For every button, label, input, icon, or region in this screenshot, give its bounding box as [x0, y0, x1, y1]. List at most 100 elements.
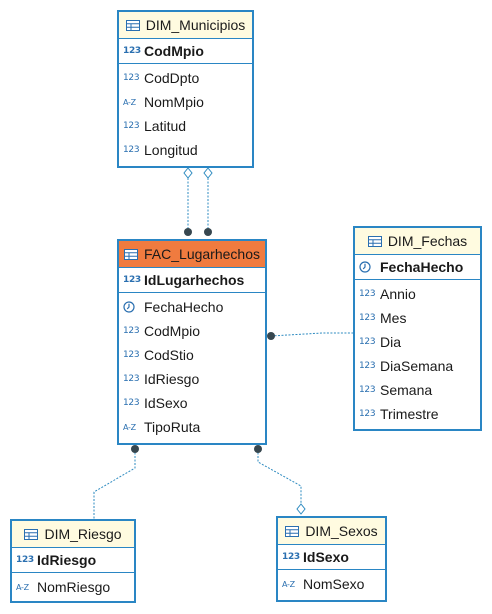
table-icon: [124, 248, 139, 260]
text-type-icon: A-Z: [16, 582, 29, 592]
primary-key-section: FechaHecho: [355, 255, 480, 280]
connector-fechahecho: [270, 332, 355, 337]
primary-key-section: 123 IdSexo: [278, 545, 385, 570]
attribute-row: A-Z NomRiesgo: [12, 575, 134, 599]
numeric-type-icon: 123: [359, 337, 376, 347]
attribute-row: A-Z NomMpio: [119, 90, 252, 114]
entity-name: DIM_Municipios: [145, 17, 246, 33]
text-type-icon: A-Z: [123, 97, 136, 107]
attribute-name: FechaHecho: [144, 299, 224, 315]
connector-end-dot: [184, 228, 192, 236]
attribute-name: Mes: [380, 310, 407, 326]
numeric-type-icon: 123: [282, 552, 300, 562]
attribute-row: 123 CodMpio: [119, 319, 265, 343]
pk-attribute: 123 IdLugarhechos: [119, 268, 265, 292]
pk-attribute: 123 IdRiesgo: [12, 548, 134, 572]
attribute-row: 123 Trimestre: [355, 402, 480, 426]
numeric-type-icon: 123: [359, 313, 376, 323]
attribute-name: NomRiesgo: [37, 579, 111, 595]
entity-name: FAC_Lugarhechos: [144, 246, 260, 262]
entity-header: DIM_Fechas: [355, 228, 480, 255]
attribute-row: 123 Mes: [355, 306, 480, 330]
table-icon: [24, 528, 39, 540]
clock-icon: [359, 261, 377, 273]
connector-idriesgo: [93, 449, 136, 519]
pk-attribute: 123 CodMpio: [119, 39, 252, 63]
attribute-row: 123 CodDpto: [119, 66, 252, 90]
attribute-row: A-Z TipoRuta: [119, 415, 265, 439]
primary-key-section: 123 IdRiesgo: [12, 548, 134, 573]
numeric-type-icon: 123: [16, 555, 34, 565]
entity-header: FAC_Lugarhechos: [119, 241, 265, 268]
primary-key-section: 123 IdLugarhechos: [119, 268, 265, 293]
entity-header: DIM_Riesgo: [12, 521, 134, 548]
connector-end-dot: [131, 445, 139, 453]
primary-key-section: 123 CodMpio: [119, 39, 252, 64]
attribute-row: 123 IdSexo: [119, 391, 265, 415]
table-icon: [285, 525, 300, 537]
numeric-type-icon: 123: [123, 73, 140, 83]
entity-name: DIM_Sexos: [305, 523, 378, 539]
text-type-icon: A-Z: [123, 422, 136, 432]
attribute-row: 123 Semana: [355, 378, 480, 402]
entity-dim-riesgo[interactable]: DIM_Riesgo 123 IdRiesgo A-Z NomRiesgo: [10, 519, 136, 603]
clock-icon: [123, 301, 141, 313]
entity-name: DIM_Fechas: [387, 233, 468, 249]
numeric-type-icon: 123: [123, 326, 140, 336]
entity-fac-lugarhechos[interactable]: FAC_Lugarhechos 123 IdLugarhechos FechaH…: [117, 239, 267, 445]
connector-end-dot: [254, 445, 262, 453]
connector-end-diamond: [296, 503, 306, 515]
attribute-name: TipoRuta: [144, 419, 201, 435]
attribute-name: Longitud: [144, 142, 198, 158]
numeric-type-icon: 123: [123, 374, 140, 384]
attribute-row: 123 IdRiesgo: [119, 367, 265, 391]
attribute-row: FechaHecho: [119, 295, 265, 319]
attribute-name: IdRiesgo: [37, 552, 97, 568]
attribute-name: IdLugarhechos: [144, 272, 245, 288]
entity-dim-fechas[interactable]: DIM_Fechas FechaHecho 123 Annio 123 Mes 12…: [353, 226, 482, 431]
numeric-type-icon: 123: [359, 409, 376, 419]
pk-attribute: FechaHecho: [355, 255, 480, 279]
attribute-name: NomMpio: [144, 94, 204, 110]
attribute-name: Annio: [380, 286, 416, 302]
connector-end-dot: [267, 332, 275, 340]
text-type-icon: A-Z: [282, 579, 295, 589]
numeric-type-icon: 123: [123, 398, 140, 408]
attribute-name: CodMpio: [144, 323, 201, 339]
attribute-name: CodMpio: [144, 43, 204, 59]
numeric-type-icon: 123: [123, 275, 141, 285]
numeric-type-icon: 123: [359, 385, 376, 395]
attribute-name: Latitud: [144, 118, 187, 134]
attribute-list: A-Z NomRiesgo: [12, 573, 134, 599]
table-icon: [125, 19, 140, 31]
numeric-type-icon: 123: [359, 361, 376, 371]
attribute-name: Semana: [380, 382, 433, 398]
entity-name: DIM_Riesgo: [44, 526, 122, 542]
attribute-name: Trimestre: [380, 406, 439, 422]
numeric-type-icon: 123: [123, 46, 141, 56]
attribute-name: FechaHecho: [380, 259, 464, 275]
connector-idsexo: [257, 449, 302, 504]
table-icon: [367, 235, 382, 247]
numeric-type-icon: 123: [123, 350, 140, 360]
connector-end-diamond: [203, 167, 213, 179]
attribute-name: IdRiesgo: [144, 371, 200, 387]
pk-attribute: 123 IdSexo: [278, 545, 385, 569]
connector-end-dot: [204, 228, 212, 236]
entity-header: DIM_Sexos: [278, 518, 385, 545]
attribute-name: CodDpto: [144, 70, 200, 86]
connector-end-diamond: [183, 167, 193, 179]
attribute-name: IdSexo: [303, 549, 349, 565]
attribute-name: CodStio: [144, 347, 194, 363]
attribute-name: IdSexo: [144, 395, 188, 411]
